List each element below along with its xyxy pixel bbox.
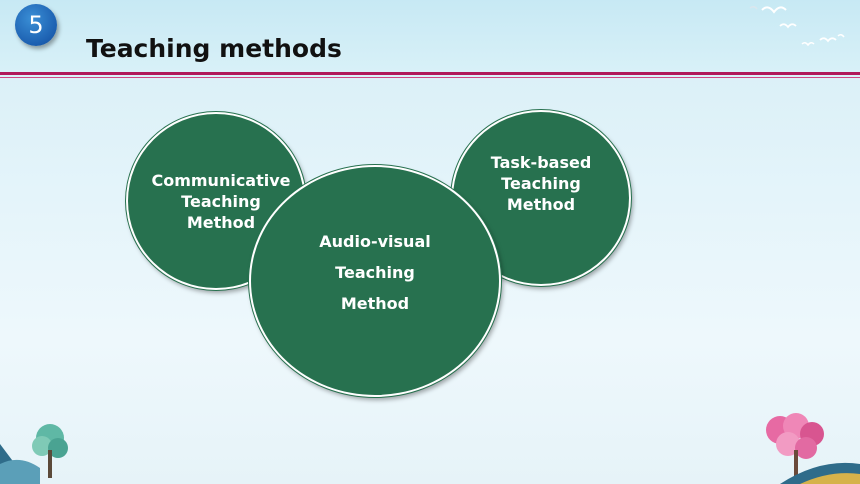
header-divider: [0, 72, 860, 75]
communicative-line-1: Communicative: [151, 170, 291, 190]
task-based-line-3: Method: [506, 194, 576, 214]
audio-visual-line-1: Audio-visual: [319, 231, 431, 251]
audio-visual-line-3: Method: [340, 293, 410, 313]
tree-landscape-left: [0, 424, 68, 484]
slide-number-badge: 5: [15, 4, 57, 46]
communicative-line-2: Teaching: [181, 191, 261, 211]
communicative-line-3: Method: [186, 212, 256, 232]
task-based-line-1: Task-based: [490, 152, 592, 172]
audio-visual-line-2: Teaching: [335, 262, 415, 282]
slide-title: Teaching methods: [86, 34, 342, 63]
header-band: [0, 0, 860, 76]
tree-landscape-right: [766, 413, 860, 484]
birds-decoration: [749, 5, 845, 47]
audio-visual-method-circle: Audio-visual Teaching Method: [249, 165, 501, 397]
header-divider-thin: [0, 77, 860, 78]
task-based-line-2: Teaching: [501, 173, 581, 193]
